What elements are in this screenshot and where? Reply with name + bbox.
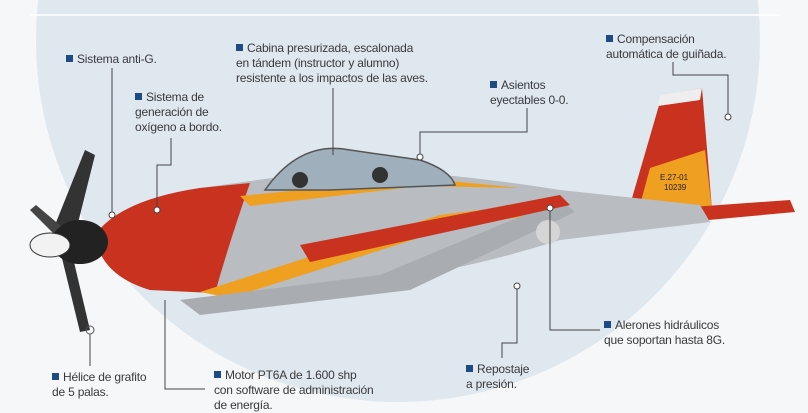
leader-lines <box>89 62 729 390</box>
callout-refuel: Repostaje a presión. <box>466 362 530 391</box>
callout-ailerons: Alerones hidráulicos que soportan hasta … <box>604 318 726 347</box>
callout-oxygen: Sistema de generación de oxígeno a bordo… <box>135 90 222 134</box>
callout-seats: Asientos eyectables 0-0. <box>490 78 569 107</box>
bullet-icon <box>52 373 59 380</box>
bullet-icon <box>606 35 613 42</box>
bullet-icon <box>214 371 221 378</box>
tail-code: E.27-01 <box>660 173 689 182</box>
anchor-dots <box>108 113 732 290</box>
tail-serial: 10239 <box>664 183 687 192</box>
callout-cabin: Cabina presurizada, escalonada en tándem… <box>236 41 428 85</box>
callout-yaw: Compensación automática de guiñada. <box>606 32 727 61</box>
bullet-icon <box>490 81 497 88</box>
callout-engine: Motor PT6A de 1.600 shp con software de … <box>214 368 374 412</box>
bullet-icon <box>466 365 473 372</box>
aircraft-illustration: E.27-01 10239 <box>29 88 795 335</box>
bullet-icon <box>236 44 243 51</box>
bullet-icon <box>66 55 73 62</box>
callout-propeller: Hélice de grafito de 5 palas. <box>52 370 147 399</box>
bullet-icon <box>604 321 611 328</box>
callout-anti-g: Sistema anti-G. <box>66 52 157 67</box>
bullet-icon <box>135 93 142 100</box>
